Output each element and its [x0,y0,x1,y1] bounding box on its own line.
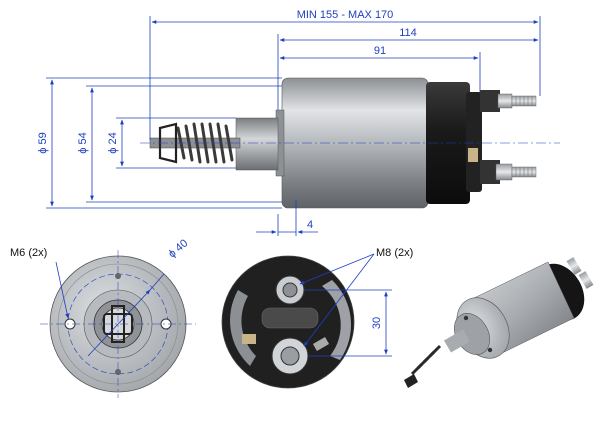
side-view [140,77,560,209]
end-cap-ring [466,92,482,192]
dim-overall-label: MIN 155 - MAX 170 [297,9,394,21]
side-dimensions: MIN 155 - MAX 170 114 91 4 ϕ 59 ϕ 54 ϕ 2… [37,9,541,236]
label-mounting-thread: M6 (2x) [10,247,47,259]
plunger-hook [158,122,178,164]
dim-dia-24-label: ϕ 24 [107,132,119,153]
rear-view: 30 M8 (2x) [221,247,413,389]
dim-dia-59-label: ϕ 59 [37,132,49,153]
isometric-view [404,257,594,388]
dim-91-label: 91 [374,45,386,57]
label-terminal-thread: M8 (2x) [376,247,413,259]
front-view: ϕ 40 M6 (2x) [10,237,196,398]
dim-4-label: 4 [307,219,313,231]
dim-bolt-circle-label: ϕ 40 [166,237,190,260]
terminal-upper [480,90,537,112]
terminal-lower [480,160,537,184]
dim-dia-54-label: ϕ 54 [77,132,89,153]
dim-114-label: 114 [399,27,417,39]
dim-terminal-spacing-label: 30 [371,317,383,329]
plunger-sleeve [235,117,279,171]
